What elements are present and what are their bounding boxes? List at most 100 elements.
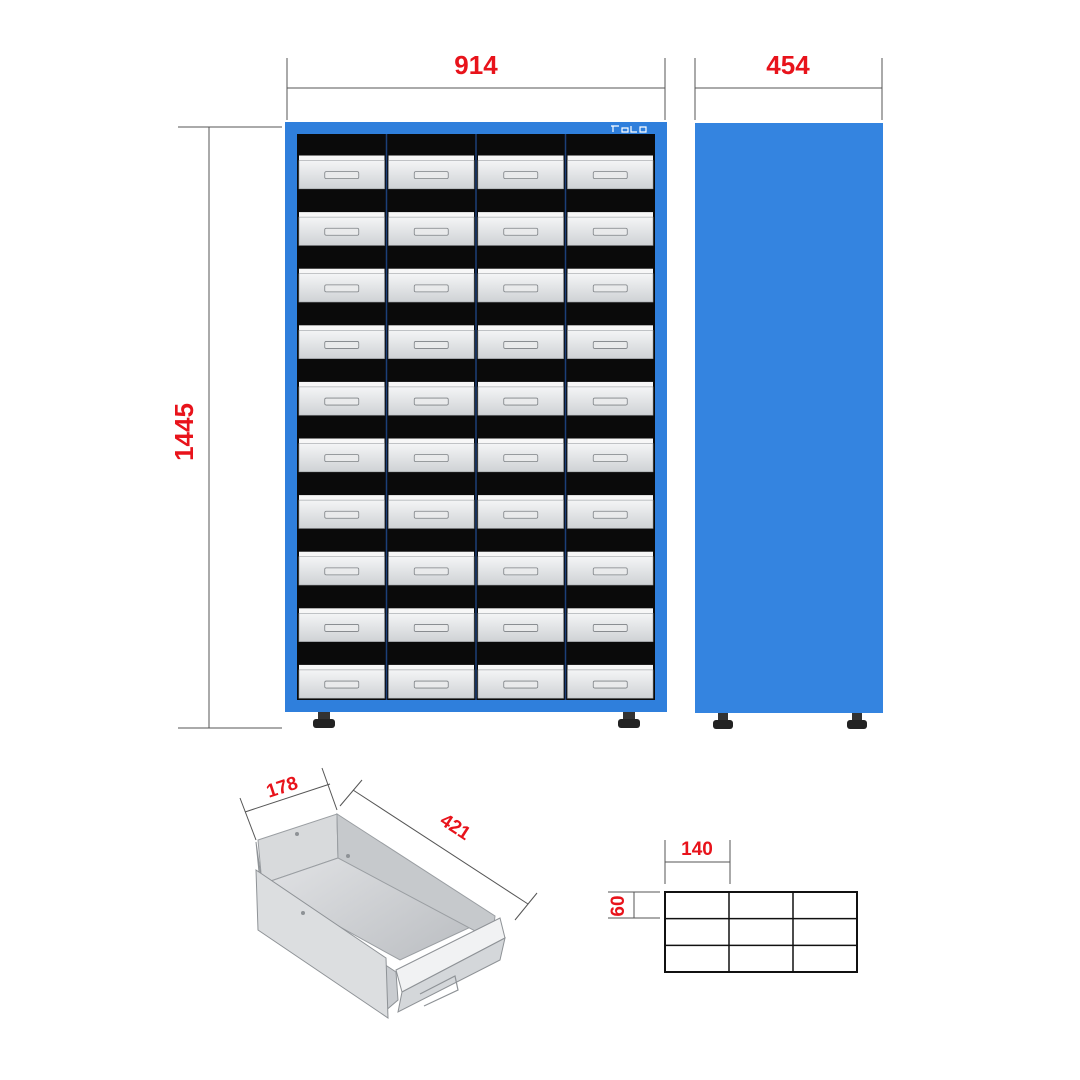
storage-bin[interactable]: [477, 325, 564, 359]
depth-label: 454: [766, 50, 810, 80]
bin-handle-icon: [592, 510, 628, 519]
divider-spacing-dimension: [664, 840, 731, 884]
storage-bin[interactable]: [298, 438, 385, 473]
bin-handle-icon: [503, 680, 539, 689]
bin-handle-icon: [592, 341, 628, 349]
storage-bin[interactable]: [477, 381, 564, 416]
bin-depth-tick-back: [339, 779, 363, 807]
storage-bin[interactable]: [388, 664, 475, 699]
storage-bin[interactable]: [298, 268, 385, 303]
bin-label-strip: [567, 551, 653, 557]
storage-bin[interactable]: [298, 155, 385, 190]
bin-handle-icon: [413, 454, 449, 463]
storage-bin[interactable]: [477, 551, 564, 586]
bin-width-line: [244, 783, 331, 813]
bin-handle-icon: [413, 284, 449, 293]
tray-left-side: [255, 869, 389, 1019]
foot-right-pad: [618, 719, 640, 728]
storage-bin[interactable]: [477, 664, 564, 699]
bin-label-strip: [388, 551, 474, 557]
tray-rivet: [346, 854, 350, 858]
bin-label-strip: [299, 212, 385, 218]
bin-label-strip: [478, 438, 564, 444]
storage-bin[interactable]: [388, 212, 475, 246]
bin-handle-icon: [413, 510, 449, 519]
storage-bin[interactable]: [567, 381, 654, 416]
bin-handle-icon: [413, 680, 449, 689]
bin-label-strip: [299, 664, 385, 670]
storage-bin[interactable]: [477, 155, 564, 190]
bin-label-strip: [478, 495, 564, 501]
storage-bin[interactable]: [388, 155, 475, 190]
bin-handle-icon: [324, 510, 360, 519]
bin-handle-icon: [503, 397, 539, 406]
bin-label-strip: [388, 268, 474, 274]
storage-bin[interactable]: [298, 325, 385, 359]
side-foot-left-pad: [713, 720, 733, 729]
bin-label-strip: [388, 155, 474, 161]
storage-bin[interactable]: [567, 155, 654, 190]
bin-label-strip: [567, 212, 653, 218]
storage-bin[interactable]: [388, 551, 475, 586]
bin-label-strip: [567, 608, 653, 614]
bin-label-strip: [478, 268, 564, 274]
storage-bin[interactable]: [388, 495, 475, 529]
storage-bin[interactable]: [388, 325, 475, 359]
storage-bin[interactable]: [477, 495, 564, 529]
storage-bin[interactable]: [477, 438, 564, 473]
bin-label-strip: [478, 664, 564, 670]
storage-bin[interactable]: [298, 551, 385, 586]
storage-bin[interactable]: [477, 608, 564, 642]
bin-label-strip: [299, 325, 385, 331]
storage-bin[interactable]: [567, 664, 654, 699]
bin-handle-icon: [592, 680, 628, 689]
storage-bin[interactable]: [567, 495, 654, 529]
bin-label-strip: [567, 381, 653, 387]
bin-label-strip: [478, 212, 564, 218]
bin-depth-line: [352, 789, 529, 905]
tray-front-face: [397, 937, 506, 1013]
storage-bin[interactable]: [298, 664, 385, 699]
foot-left-stem: [318, 712, 330, 720]
storage-bin[interactable]: [567, 325, 654, 359]
side-foot-left-stem: [718, 713, 728, 721]
bin-label-strip: [478, 325, 564, 331]
bin-label-strip: [299, 155, 385, 161]
storage-bin[interactable]: [567, 212, 654, 246]
storage-bin[interactable]: [477, 268, 564, 303]
bin-handle-icon: [413, 171, 449, 180]
foot-right-stem: [623, 712, 635, 720]
storage-bin[interactable]: [477, 212, 564, 246]
bin-label-strip: [567, 325, 653, 331]
storage-bin[interactable]: [298, 608, 385, 642]
bin-width-tick-right: [321, 767, 338, 811]
storage-bin[interactable]: [388, 268, 475, 303]
storage-bin[interactable]: [567, 438, 654, 473]
storage-bin[interactable]: [388, 438, 475, 473]
foot-left-pad: [313, 719, 335, 728]
storage-bin[interactable]: [388, 608, 475, 642]
bin-label-strip: [299, 495, 385, 501]
bin-label-strip: [388, 664, 474, 670]
bin-handle-icon: [503, 227, 539, 236]
bin-handle-icon: [324, 341, 360, 349]
bin-width-tick-left: [239, 797, 257, 841]
bin-width-label: 178: [264, 773, 301, 803]
divider-spacing-label: 140: [681, 839, 713, 860]
bin-label-strip: [299, 381, 385, 387]
bin-tray: [255, 813, 506, 1019]
bin-depth-tick-front: [514, 892, 538, 921]
storage-bin[interactable]: [567, 608, 654, 642]
storage-bin[interactable]: [298, 495, 385, 529]
storage-bin[interactable]: [298, 381, 385, 416]
bin-grid: [298, 134, 654, 700]
bin-label-strip: [388, 381, 474, 387]
storage-bin[interactable]: [567, 268, 654, 303]
storage-bin[interactable]: [388, 381, 475, 416]
storage-bin[interactable]: [298, 212, 385, 246]
storage-bin[interactable]: [567, 551, 654, 586]
bin-label-strip: [478, 155, 564, 161]
bin-label-strip: [388, 608, 474, 614]
bin-face: [567, 443, 654, 473]
bin-handle-icon: [503, 284, 539, 293]
